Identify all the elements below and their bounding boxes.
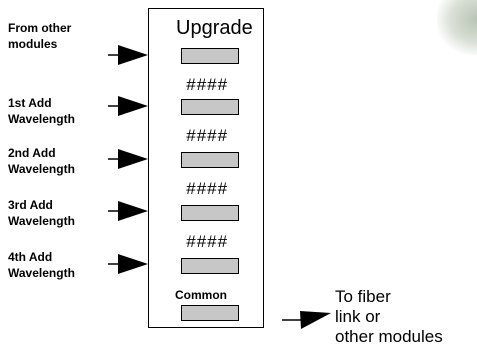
input-label-2nd-add-wavelength: 2nd Add Wavelength	[8, 146, 75, 176]
arrow-1st-add-wavelength	[108, 96, 148, 116]
wavelength-placeholder-4: ####	[186, 232, 228, 251]
output-label: To fiber link or other modules	[335, 287, 443, 346]
wavelength-placeholder-1: ####	[186, 75, 228, 94]
arrow-4th-add-wavelength	[108, 254, 148, 274]
arrow-to-fiber-link	[282, 311, 331, 329]
port-add-wavelength-2	[181, 152, 239, 168]
input-label-3rd-add-wavelength: 3rd Add Wavelength	[8, 198, 75, 228]
input-label-4th-add-wavelength: 4th Add Wavelength	[8, 250, 75, 280]
input-label-1st-add-wavelength: 1st Add Wavelength	[8, 96, 75, 126]
wavelength-placeholder-2: ####	[186, 126, 228, 145]
port-upgrade	[181, 48, 239, 64]
arrow-from-other-modules	[108, 45, 148, 65]
port-add-wavelength-4	[181, 258, 239, 274]
decorative-corner-shadow	[437, 0, 477, 55]
port-add-wavelength-3	[181, 205, 239, 221]
arrow-3rd-add-wavelength	[108, 201, 148, 221]
wavelength-placeholder-3: ####	[186, 179, 228, 198]
panel-title: Upgrade	[176, 17, 253, 39]
common-label: Common	[175, 288, 227, 302]
port-common	[181, 305, 239, 321]
port-add-wavelength-1	[181, 99, 239, 115]
input-label-other-modules: From other modules	[8, 21, 72, 51]
arrow-2nd-add-wavelength	[108, 149, 148, 169]
